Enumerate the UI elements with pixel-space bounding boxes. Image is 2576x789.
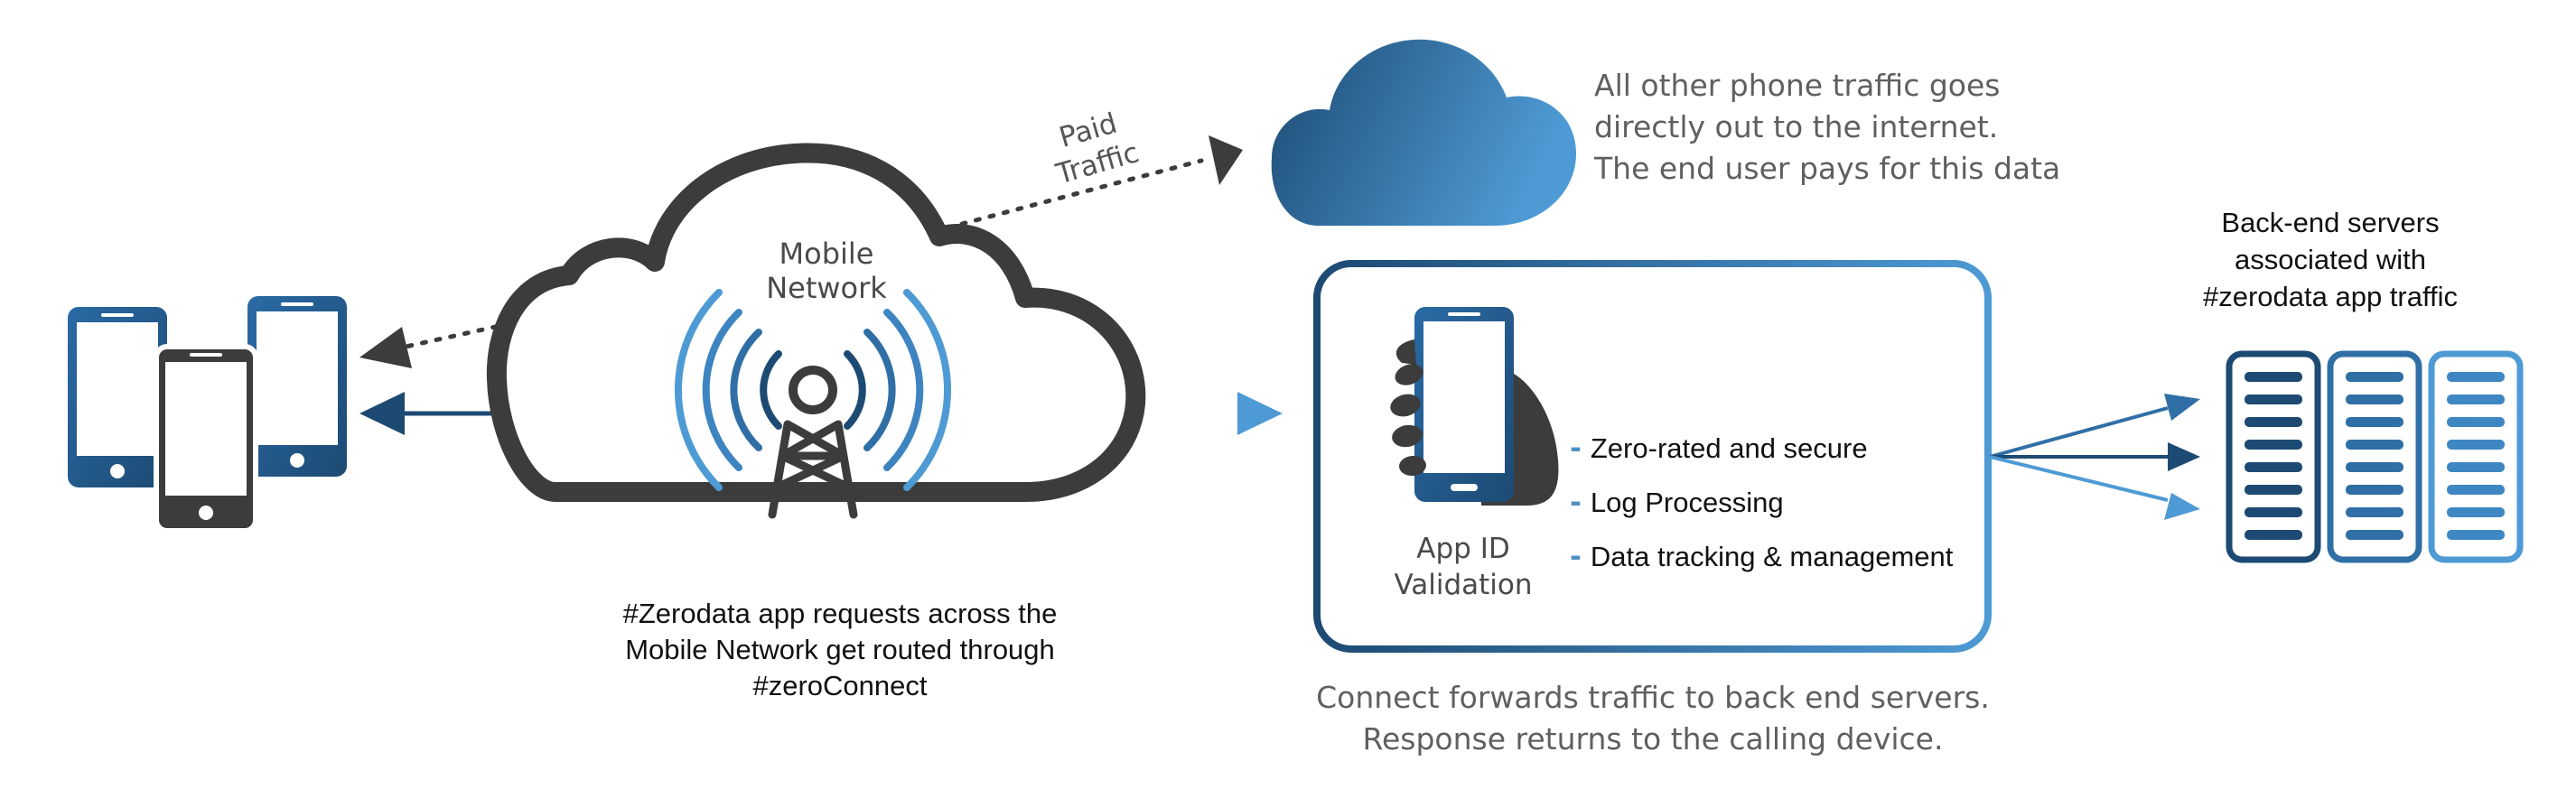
- forward-arrow: [1136, 392, 1283, 435]
- feature-list: -Zero-rated and secure -Log Processing -…: [1570, 433, 1985, 596]
- paid-traffic-arrow: [959, 135, 1243, 227]
- connect-forward-caption: Connect forwards traffic to back end ser…: [1316, 680, 1990, 757]
- mobile-network-label: Mobile Network: [766, 237, 887, 305]
- server-fanout-arrows: [1989, 394, 2200, 520]
- phone-icon: [247, 296, 347, 477]
- internet-cloud-icon: [1271, 39, 1576, 226]
- phone-group: [68, 296, 347, 534]
- hand-phone-icon: [1390, 307, 1559, 506]
- mobile-network-cloud: [486, 143, 1146, 502]
- backend-servers-label: Back-end servers associated with #zeroda…: [2202, 207, 2459, 312]
- dash-bullet-icon: -: [1570, 541, 1582, 573]
- feature-item: -Data tracking & management: [1570, 541, 1954, 573]
- zerodata-routing-caption: #Zerodata app requests across the Mobile…: [622, 598, 1058, 701]
- phone-icon: [68, 307, 167, 487]
- app-id-validation-label: App ID Validation: [1394, 533, 1533, 601]
- cell-tower-icon: [674, 289, 952, 519]
- return-arrow-dotted: [359, 311, 555, 368]
- internet-traffic-note: All other phone traffic goes directly ou…: [1594, 68, 2061, 186]
- request-arrow-left: [359, 392, 506, 435]
- server-rack-icon: [2428, 350, 2524, 563]
- feature-item: -Log Processing: [1570, 487, 1784, 519]
- server-rack-icon: [2327, 350, 2422, 563]
- dash-bullet-icon: -: [1570, 432, 1582, 465]
- dash-bullet-icon: -: [1570, 487, 1582, 519]
- feature-item: -Zero-rated and secure: [1570, 432, 1868, 465]
- phone-icon: [154, 344, 258, 534]
- server-rack-icon: [2226, 350, 2321, 563]
